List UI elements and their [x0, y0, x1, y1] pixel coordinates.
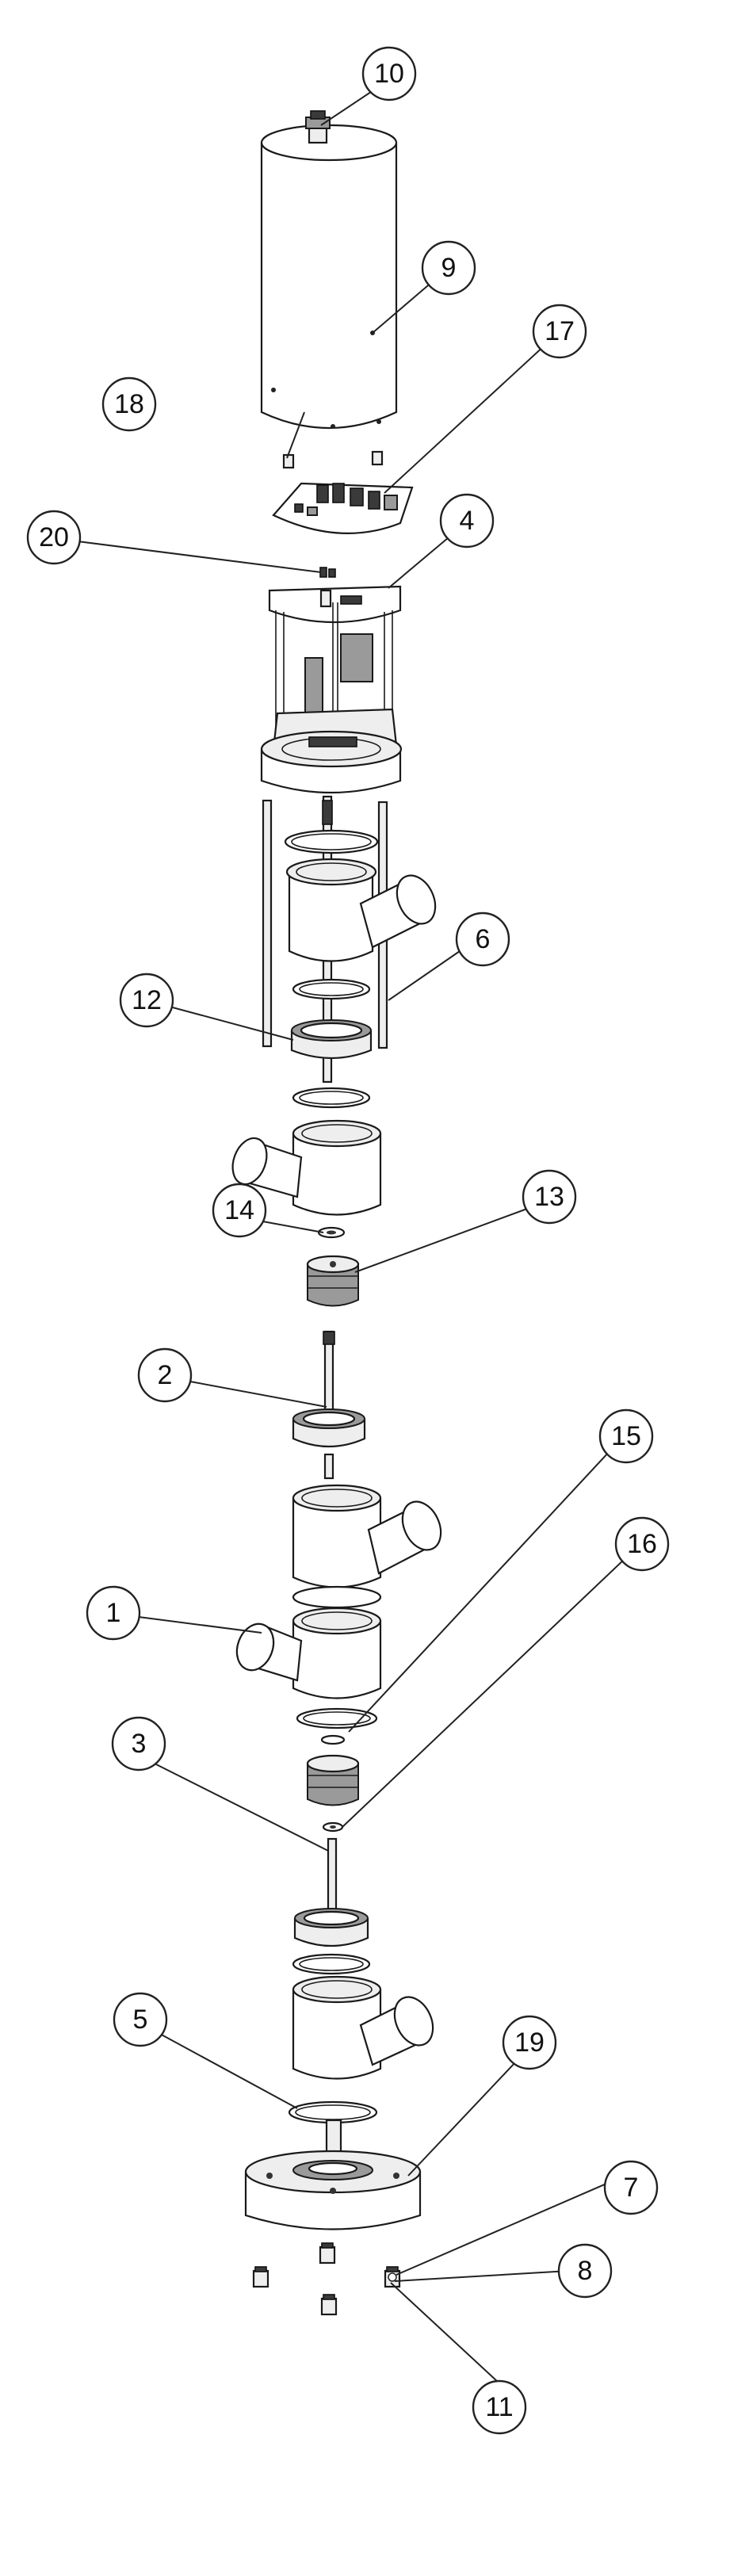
balloon-13: 13 [522, 1169, 577, 1225]
balloon-1-label: 1 [106, 1598, 121, 1628]
balloon-8: 8 [557, 2243, 613, 2299]
part-10-cable-gland [305, 110, 331, 144]
part-1-valve-body [235, 1484, 442, 1699]
balloon-14-label: 14 [224, 1195, 254, 1225]
part-3-lower-stem [292, 1837, 371, 1975]
balloon-19: 19 [502, 2015, 557, 2070]
balloon-18-label: 18 [114, 389, 144, 419]
balloon-1: 1 [86, 1585, 141, 1641]
balloon-9: 9 [421, 240, 476, 296]
upper-o-ring [284, 829, 379, 854]
balloon-13-label: 13 [534, 1182, 564, 1212]
balloon-11-label: 11 [485, 2392, 513, 2422]
part-12-seal-ring [290, 1019, 373, 1060]
balloon-3: 3 [111, 1716, 166, 1771]
balloon-6-label: 6 [476, 924, 491, 954]
balloon-7-label: 7 [624, 2173, 639, 2203]
balloon-2: 2 [137, 1347, 193, 1403]
part-14-washer [317, 1226, 346, 1239]
balloon-10: 10 [361, 46, 417, 101]
part-5-o-ring [288, 2100, 378, 2124]
part-9-cover-cylinder [260, 124, 398, 430]
balloon-17-label: 17 [545, 316, 575, 346]
lower-piston [306, 1754, 360, 1806]
balloon-5-label: 5 [133, 2005, 148, 2035]
upper-tee-body [285, 858, 437, 962]
balloon-11: 11 [472, 2379, 527, 2435]
actuator-base [260, 730, 403, 794]
balloon-19-label: 19 [514, 2028, 545, 2058]
balloon-17: 17 [532, 304, 587, 359]
part-15-o-ring [296, 1707, 378, 1745]
upper-lower-tee-body [231, 1119, 382, 1216]
balloon-16-label: 16 [627, 1529, 657, 1559]
part-17-control-board [272, 482, 414, 534]
part-2-stem [292, 1330, 366, 1480]
balloon-4: 4 [439, 493, 495, 548]
balloon-16: 16 [614, 1516, 670, 1572]
balloon-10-label: 10 [374, 59, 404, 89]
part-19-base-plate [244, 2119, 422, 2230]
part-20-pin [319, 567, 336, 578]
middle-o-rings [292, 978, 371, 1109]
balloon-12-label: 12 [132, 985, 162, 1015]
balloon-18: 18 [101, 376, 157, 432]
balloon-14: 14 [212, 1183, 267, 1238]
balloon-15: 15 [598, 1408, 654, 1464]
lower-tee-body [292, 1975, 434, 2080]
balloon-4-label: 4 [460, 506, 475, 536]
part-18-standoffs [282, 450, 384, 469]
balloon-9-label: 9 [441, 253, 457, 283]
balloon-20-label: 20 [39, 522, 69, 552]
balloon-2-label: 2 [158, 1360, 173, 1390]
balloon-12: 12 [119, 973, 174, 1028]
part-13-piston [306, 1255, 360, 1307]
part-16-washer [322, 1821, 344, 1833]
balloon-20: 20 [26, 510, 82, 565]
balloon-7: 7 [603, 2160, 659, 2215]
leader-lines [77, 88, 627, 2383]
balloon-6: 6 [455, 912, 510, 967]
part-4-actuator-frame [268, 585, 402, 753]
balloon-5: 5 [113, 1992, 168, 2047]
bottom-fasteners [252, 2242, 401, 2316]
balloon-8-label: 8 [578, 2256, 593, 2286]
balloon-3-label: 3 [132, 1729, 147, 1759]
balloon-15-label: 15 [611, 1421, 641, 1451]
